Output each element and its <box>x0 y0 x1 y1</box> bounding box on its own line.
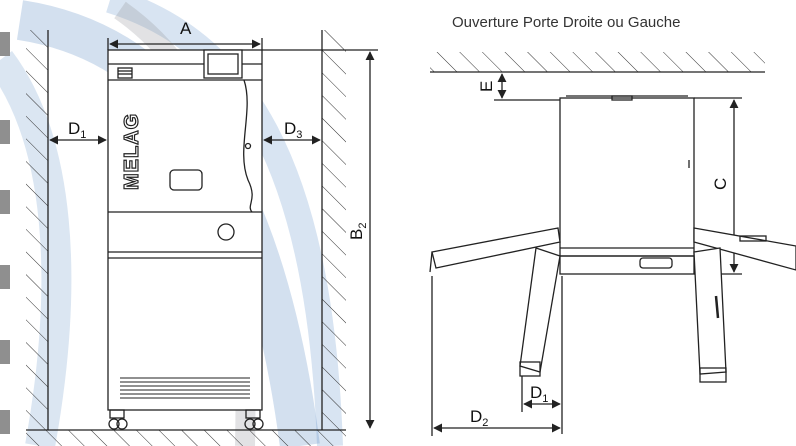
left-foot <box>109 409 125 419</box>
diagram-title: Ouverture Porte Droite ou Gauche <box>452 14 680 31</box>
wall-hatch <box>430 52 765 72</box>
label-c: C <box>711 178 730 190</box>
edge-bar <box>0 120 10 144</box>
right-wheel-2 <box>252 418 264 430</box>
right-door-swing <box>693 247 727 375</box>
floor-hatch <box>26 430 346 446</box>
device-body <box>107 49 263 411</box>
right-wall-hatch <box>322 30 346 430</box>
edge-bar <box>0 410 10 434</box>
door-handle <box>244 142 252 150</box>
display-screen <box>203 49 243 79</box>
left-wheel-2 <box>116 418 128 430</box>
edge-bar <box>0 190 10 214</box>
label-d2: D2 <box>470 407 488 429</box>
edge-bar <box>0 340 10 364</box>
left-door-swing <box>519 247 561 373</box>
front-view <box>26 30 378 446</box>
vent-grille-bottom <box>120 377 250 399</box>
watermark-left-arc <box>0 51 72 446</box>
left-door-open <box>431 227 561 269</box>
label-e: E <box>477 81 496 92</box>
label-d1-top: D1 <box>530 383 548 405</box>
left-wheel <box>108 418 120 430</box>
right-door-open <box>693 227 796 271</box>
right-door-handle-2 <box>714 295 720 319</box>
label-d1: D1 <box>68 119 86 141</box>
top-view <box>429 52 796 436</box>
right-wheel <box>244 418 256 430</box>
left-door-tip <box>519 361 541 377</box>
brand-logo: MELAG <box>121 113 143 190</box>
device-front-tray <box>559 255 695 275</box>
front-window <box>169 169 203 191</box>
label-d3: D3 <box>284 119 302 141</box>
device-front-handle <box>639 257 673 269</box>
left-wall-hatch <box>26 30 48 430</box>
right-foot <box>245 409 261 419</box>
left-door-edge <box>429 251 433 273</box>
label-b2: B2 <box>347 223 369 240</box>
right-door-handle <box>739 235 767 242</box>
right-door-tip <box>699 367 727 383</box>
display-screen-inner <box>207 53 239 75</box>
label-a: A <box>180 19 192 38</box>
door-curve <box>243 79 253 213</box>
edge-bar <box>0 32 10 56</box>
edge-bar <box>0 265 10 289</box>
device-top-body <box>559 97 695 257</box>
round-port <box>217 223 235 241</box>
edge-bars <box>0 32 10 434</box>
vent-grille-top <box>117 67 133 79</box>
device-top-handle <box>611 95 633 101</box>
